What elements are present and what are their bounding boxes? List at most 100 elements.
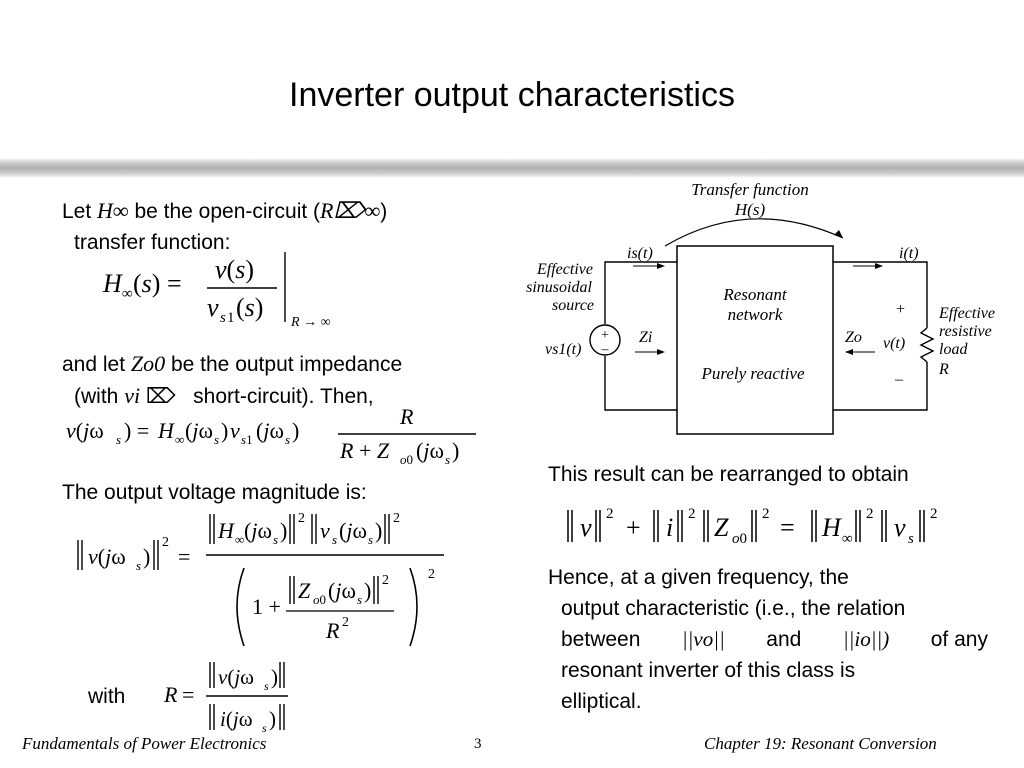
- svg-text:2: 2: [930, 506, 938, 522]
- title-rule: [0, 158, 1024, 178]
- svg-text:o0: o0: [400, 452, 413, 466]
- transfer-arrow: [664, 218, 844, 247]
- svg-text:2: 2: [762, 506, 770, 522]
- svg-text:+: +: [601, 328, 609, 343]
- svg-text:R → ∞: R → ∞: [290, 315, 331, 330]
- voltage-source-icon: [589, 324, 621, 356]
- left-paragraph-3: The output voltage magnitude is:: [62, 481, 367, 504]
- svg-text:): ): [292, 418, 299, 443]
- svg-text:source: source: [552, 297, 594, 314]
- svg-text:(jω: (jω: [256, 418, 284, 443]
- svg-text:s: s: [357, 592, 362, 607]
- right-paragraph-1: This result can be rearranged to obtain: [548, 463, 909, 486]
- svg-text:R: R: [399, 404, 414, 429]
- footer-page-number: 3: [474, 736, 482, 752]
- svg-text:i(jω: i(jω: [220, 707, 253, 731]
- svg-text:(s) =: (s) =: [133, 269, 182, 298]
- svg-text:): ): [143, 544, 150, 569]
- svg-text:v(jω: v(jω: [66, 418, 104, 443]
- svg-text:Z: Z: [714, 513, 729, 542]
- svg-text:–: –: [894, 371, 904, 388]
- svg-text:load: load: [939, 341, 968, 358]
- svg-text:2: 2: [162, 535, 169, 550]
- svg-text:o0: o0: [313, 592, 326, 607]
- svg-text:v(s): v(s): [215, 255, 254, 284]
- svg-text:): ): [452, 438, 459, 463]
- svg-text:2: 2: [393, 511, 400, 526]
- right-paragraph-2: Hence, at a given frequency, the output …: [548, 566, 988, 713]
- svg-text:∞: ∞: [122, 286, 133, 302]
- svg-text:∞: ∞: [235, 532, 244, 547]
- svg-text:is(t): is(t): [627, 245, 653, 262]
- footer-book-title: Fundamentals of Power Electronics: [22, 734, 267, 753]
- svg-text:1: 1: [227, 310, 235, 326]
- svg-text:s: s: [214, 432, 219, 447]
- svg-text:H: H: [102, 269, 123, 298]
- svg-text:R: R: [163, 682, 178, 707]
- svg-text:2: 2: [606, 506, 614, 522]
- resonant-inverter-diagram: Transfer function H(s) Resonant network …: [526, 180, 995, 435]
- svg-text:): ): [280, 518, 287, 543]
- svg-text:): ): [364, 578, 371, 603]
- svg-text:): ): [271, 665, 278, 689]
- svg-text:o0: o0: [732, 531, 747, 547]
- svg-text:Resonant: Resonant: [722, 285, 788, 304]
- svg-text:resistive: resistive: [939, 323, 992, 340]
- svg-text:s: s: [262, 721, 267, 734]
- svg-text:∞: ∞: [842, 531, 853, 547]
- svg-text:) =: ) =: [124, 418, 149, 443]
- svg-text:vs1(t): vs1(t): [545, 341, 581, 358]
- svg-text:2: 2: [688, 506, 696, 522]
- equation-output-voltage: v(jω s ) = H ∞ (jω s ) v s1 (jω s ) R R …: [66, 404, 476, 466]
- svg-text:(s): (s): [236, 293, 263, 322]
- svg-text:sinusoidal: sinusoidal: [526, 279, 592, 296]
- purely-reactive-label: Purely reactive: [700, 364, 805, 383]
- equation-load-resistance: R = v(jω s ) i(jω s ): [163, 662, 288, 734]
- svg-text:2: 2: [298, 511, 305, 526]
- svg-text:2: 2: [342, 615, 349, 630]
- equation-open-circuit-transfer: H ∞ (s) = v(s) v s 1 (s) R → ∞: [102, 252, 331, 330]
- svg-text:∞: ∞: [175, 432, 184, 447]
- svg-text:Effective: Effective: [536, 261, 593, 278]
- svg-text:v(jω: v(jω: [88, 544, 126, 569]
- svg-text:Z: Z: [298, 578, 311, 603]
- svg-text:s: s: [332, 532, 337, 547]
- svg-text:i(t): i(t): [899, 245, 919, 262]
- svg-text:H: H: [157, 418, 175, 443]
- svg-text:H: H: [217, 518, 235, 543]
- svg-text:v: v: [230, 418, 240, 443]
- svg-text:v: v: [580, 513, 592, 542]
- transfer-function-label: Transfer function: [691, 180, 809, 199]
- svg-text:s: s: [264, 679, 269, 693]
- svg-text:s: s: [273, 532, 278, 547]
- with-label: with: [88, 685, 126, 708]
- svg-text:Zi: Zi: [639, 329, 652, 346]
- svg-text:Zo: Zo: [845, 329, 862, 346]
- svg-text:(jω: (jω: [244, 518, 272, 543]
- svg-text:R: R: [325, 618, 340, 643]
- footer-chapter: Chapter 19: Resonant Conversion: [704, 734, 937, 753]
- svg-text:Effective: Effective: [938, 305, 995, 322]
- svg-text:2: 2: [382, 573, 389, 588]
- left-paragraph-2: and let Zo0 be the output impedance (wit…: [62, 351, 403, 408]
- svg-text:=: =: [780, 513, 795, 542]
- svg-text:+: +: [896, 301, 905, 318]
- svg-text:i: i: [666, 513, 673, 542]
- svg-text:+: +: [626, 513, 641, 542]
- slide-title: Inverter output characteristics: [289, 76, 735, 114]
- svg-text:s1: s1: [241, 432, 253, 447]
- svg-text:(jω: (jω: [339, 518, 367, 543]
- svg-text:R + Z: R + Z: [339, 438, 390, 463]
- svg-text:s: s: [220, 310, 226, 326]
- svg-text:–: –: [601, 342, 610, 357]
- svg-text:(jω: (jω: [416, 438, 444, 463]
- svg-text:H: H: [821, 513, 842, 542]
- svg-text:R: R: [938, 361, 949, 378]
- svg-text:s: s: [368, 532, 373, 547]
- svg-text:v(t): v(t): [883, 335, 905, 352]
- equation-output-magnitude: v(jω s ) 2 = H ∞ (jω s ) 2 v s (jω s ) 2…: [77, 511, 444, 647]
- svg-text:2: 2: [866, 506, 874, 522]
- svg-text:s: s: [445, 452, 450, 466]
- svg-text:s: s: [136, 558, 141, 573]
- transfer-arrow-head: [834, 230, 843, 238]
